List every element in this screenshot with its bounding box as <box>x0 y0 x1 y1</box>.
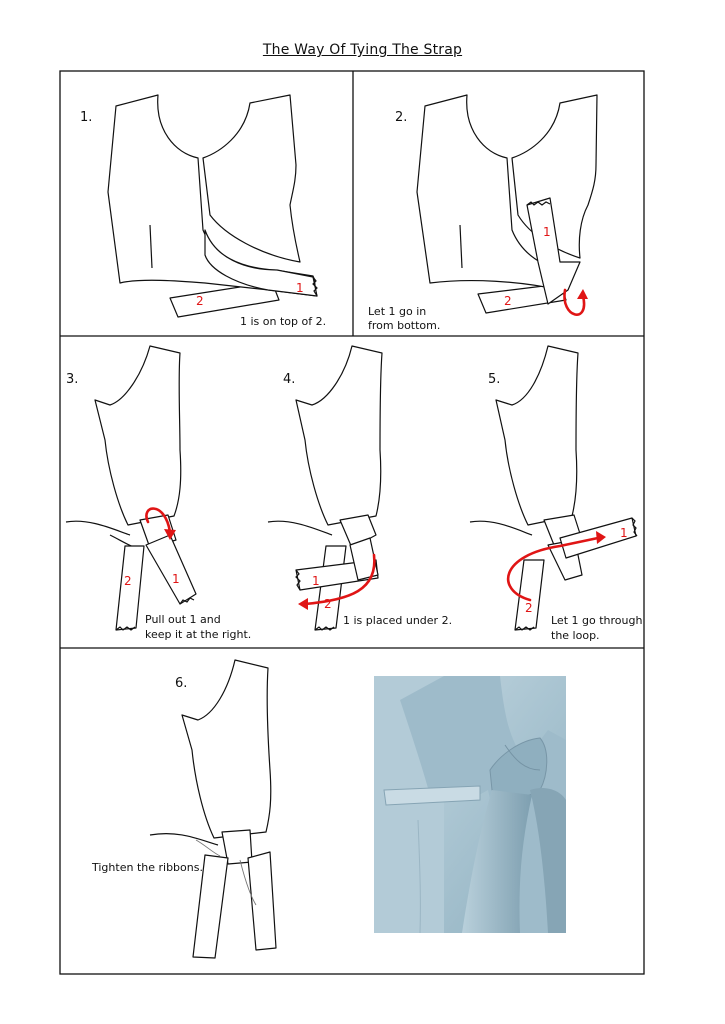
strap-1-label: 1 <box>296 281 304 295</box>
bodice-drawing <box>181 659 272 839</box>
bodice-drawing <box>495 345 579 526</box>
step-2-strap-2-label: 2 <box>504 294 512 308</box>
step-3-strap-1-label: 1 <box>172 572 180 586</box>
step-4-strap-1-label: 1 <box>312 574 320 588</box>
step-3-panel: 3. 2 1 Pull out 1 and keep it at the rig… <box>65 345 251 641</box>
panel-grid <box>59 70 645 975</box>
step-5-caption-line-2: the loop. <box>551 629 600 642</box>
step-1-number: 1. <box>80 110 92 125</box>
bodice-drawing <box>295 345 383 526</box>
page-title: The Way Of Tying The Strap <box>262 42 463 58</box>
strap-2-label: 2 <box>196 294 204 308</box>
step-2-caption-line-1: Let 1 go in <box>368 305 426 318</box>
step-5-panel: 5. 2 1 Let 1 go through the loop. <box>469 345 642 642</box>
step-5-number: 5. <box>488 372 500 387</box>
step-3-number: 3. <box>66 372 78 387</box>
finished-knot-photo <box>374 676 566 934</box>
step-4-strap-2-label: 2 <box>324 597 332 611</box>
step-6-number: 6. <box>175 676 187 691</box>
step-4-panel: 4. 2 1 1 is placed under 2. <box>267 345 452 631</box>
step-5-caption-line-1: Let 1 go through <box>551 614 642 627</box>
step-6-panel: 6. Tighten the ribbons. <box>91 659 277 959</box>
step-3-caption-line-2: keep it at the right. <box>145 628 251 641</box>
step-2-strap-1-label: 1 <box>543 225 551 239</box>
step-2-caption-line-2: from bottom. <box>368 319 440 332</box>
step-2-number: 2. <box>395 110 407 125</box>
step-2-panel: 2. 2 1 Let 1 go in from bottom. <box>368 94 598 332</box>
step-3-caption-line-1: Pull out 1 and <box>145 613 221 626</box>
step-5-strap-1-label: 1 <box>620 526 628 540</box>
bodice-drawing <box>94 345 182 526</box>
step-6-caption: Tighten the ribbons. <box>91 861 203 874</box>
strap-2-drawing <box>169 281 280 318</box>
step-4-caption: 1 is placed under 2. <box>343 614 452 627</box>
step-1-caption: 1 is on top of 2. <box>240 315 326 328</box>
step-4-number: 4. <box>283 372 295 387</box>
step-3-strap-2-label: 2 <box>124 574 132 588</box>
step-5-strap-2-label: 2 <box>525 601 533 615</box>
step-1-panel: 1. 2 1 1 is on top of 2. <box>80 94 326 328</box>
